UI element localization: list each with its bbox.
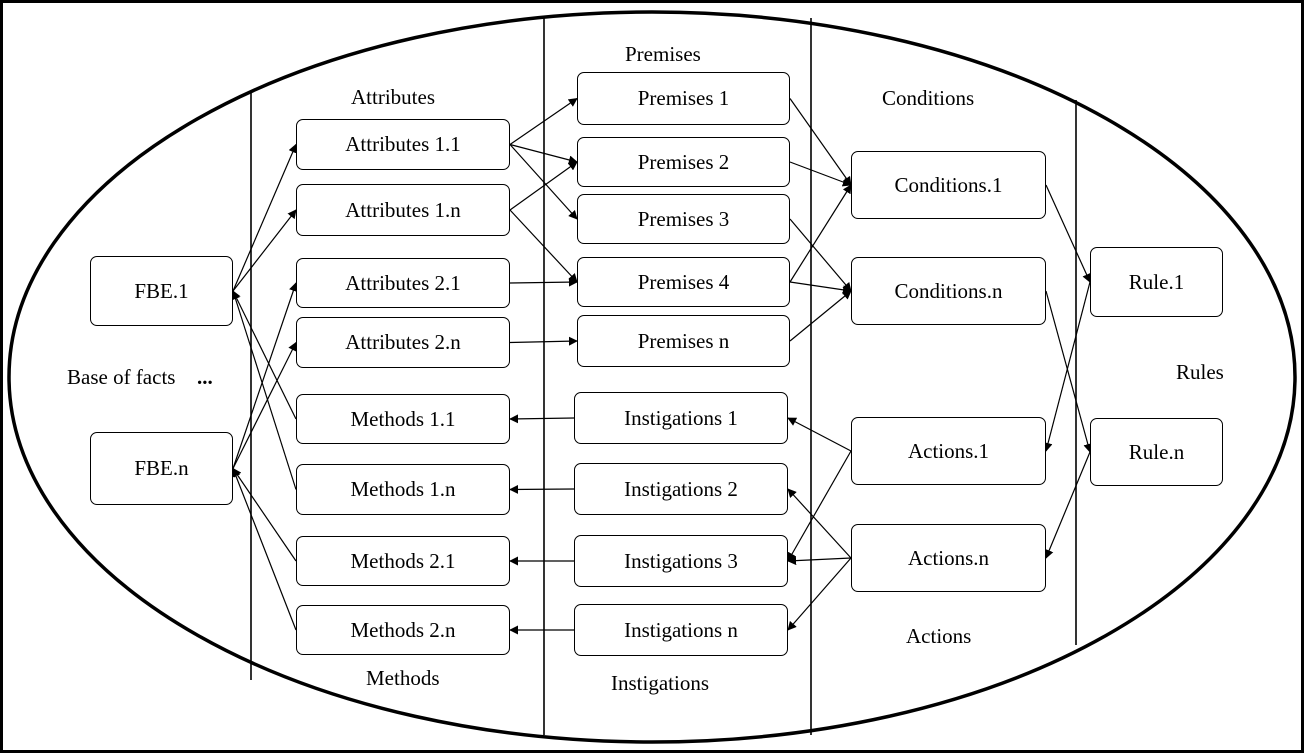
edge-fbe_1-to-attr_1_n <box>232 209 297 292</box>
edges-layer <box>231 97 1093 635</box>
edge-attr_1_1-to-prem_1 <box>509 97 578 145</box>
section-label-methods: Methods <box>366 666 440 690</box>
section-label-premises: Premises <box>625 42 701 66</box>
edge-inst_2-to-meth_1_n <box>509 484 575 494</box>
edge-attr_2_n-to-prem_n <box>509 336 578 346</box>
node-rule-1[interactable]: Rule.1 <box>1090 247 1223 317</box>
section-label-actions: Actions <box>906 624 972 648</box>
node-instigations-3[interactable]: Instigations 3 <box>574 535 788 587</box>
section-label-attributes: Attributes <box>351 85 435 109</box>
edge-cond_n-to-rule_n <box>1045 290 1093 453</box>
node-attributes-1-n[interactable]: Attributes 1.n <box>296 184 510 236</box>
node-attributes-2-1[interactable]: Attributes 2.1 <box>296 258 510 308</box>
edge-meth_2_1-to-fbe_n <box>232 467 297 562</box>
edge-fbe_1-to-attr_1_1 <box>232 143 297 292</box>
edge-attr_1_1-to-prem_3 <box>509 144 578 220</box>
edge-rule_n-to-act_n <box>1044 451 1091 559</box>
edge-attr_1_n-to-prem_2 <box>509 161 578 211</box>
node-attributes-2-n[interactable]: Attributes 2.n <box>296 317 510 368</box>
edge-meth_1_1-to-fbe_1 <box>232 290 297 420</box>
edge-attr_1_n-to-prem_4 <box>509 209 578 283</box>
node-fbe-1[interactable]: FBE.1 <box>90 256 233 326</box>
section-label-base-of-facts: Base of facts <box>67 365 176 389</box>
node-methods-1-1[interactable]: Methods 1.1 <box>296 394 510 444</box>
node-rule-n[interactable]: Rule.n <box>1090 418 1223 486</box>
edge-act_1-to-inst_1 <box>787 417 852 452</box>
node-actions-1[interactable]: Actions.1 <box>851 417 1046 485</box>
node-attributes-1-1[interactable]: Attributes 1.1 <box>296 119 510 170</box>
edge-meth_2_n-to-fbe_n <box>231 467 297 631</box>
node-instigations-2[interactable]: Instigations 2 <box>574 463 788 515</box>
edge-act_n-to-inst_n <box>787 557 852 631</box>
ellipsis-label: ... <box>197 365 213 389</box>
node-premises-4[interactable]: Premises 4 <box>577 257 790 307</box>
edge-prem_1-to-cond_1 <box>789 98 852 186</box>
node-premises-2[interactable]: Premises 2 <box>577 137 790 187</box>
edge-act_n-to-inst_2 <box>787 488 852 559</box>
edge-prem_4-to-cond_n <box>789 281 852 295</box>
node-premises-n[interactable]: Premises n <box>577 315 790 367</box>
node-instigations-n[interactable]: Instigations n <box>574 604 788 656</box>
node-premises-3[interactable]: Premises 3 <box>577 194 790 244</box>
edge-prem_4-to-cond_1 <box>789 184 852 283</box>
node-instigations-1[interactable]: Instigations 1 <box>574 392 788 444</box>
section-label-rules: Rules <box>1176 360 1224 384</box>
node-fbe-n[interactable]: FBE.n <box>90 432 233 505</box>
section-label-instigations: Instigations <box>611 671 709 695</box>
edge-rule_1-to-act_1 <box>1043 281 1091 452</box>
edge-prem_3-to-cond_n <box>789 218 852 292</box>
edge-attr_2_1-to-prem_4 <box>509 277 578 287</box>
node-actions-n[interactable]: Actions.n <box>851 524 1046 592</box>
edge-meth_1_n-to-fbe_1 <box>231 290 297 490</box>
outer-ellipse <box>7 10 1297 744</box>
edge-prem_2-to-cond_1 <box>789 161 852 187</box>
edge-prem_n-to-cond_n <box>789 290 852 342</box>
edge-act_n-to-inst_3 <box>787 556 852 566</box>
node-methods-1-n[interactable]: Methods 1.n <box>296 464 510 515</box>
edge-attr_1_1-to-prem_2 <box>509 143 578 165</box>
node-conditions-1[interactable]: Conditions.1 <box>851 151 1046 219</box>
edge-inst_1-to-meth_1_1 <box>509 414 575 424</box>
edge-act_1-to-inst_3 <box>787 450 852 562</box>
node-methods-2-n[interactable]: Methods 2.n <box>296 605 510 655</box>
node-conditions-n[interactable]: Conditions.n <box>851 257 1046 325</box>
node-premises-1[interactable]: Premises 1 <box>577 72 790 125</box>
edge-cond_1-to-rule_1 <box>1045 184 1091 283</box>
node-methods-2-1[interactable]: Methods 2.1 <box>296 536 510 586</box>
section-label-conditions: Conditions <box>882 86 975 110</box>
edge-fbe_n-to-attr_2_1 <box>232 282 298 469</box>
edge-fbe_n-to-attr_2_n <box>232 341 297 469</box>
